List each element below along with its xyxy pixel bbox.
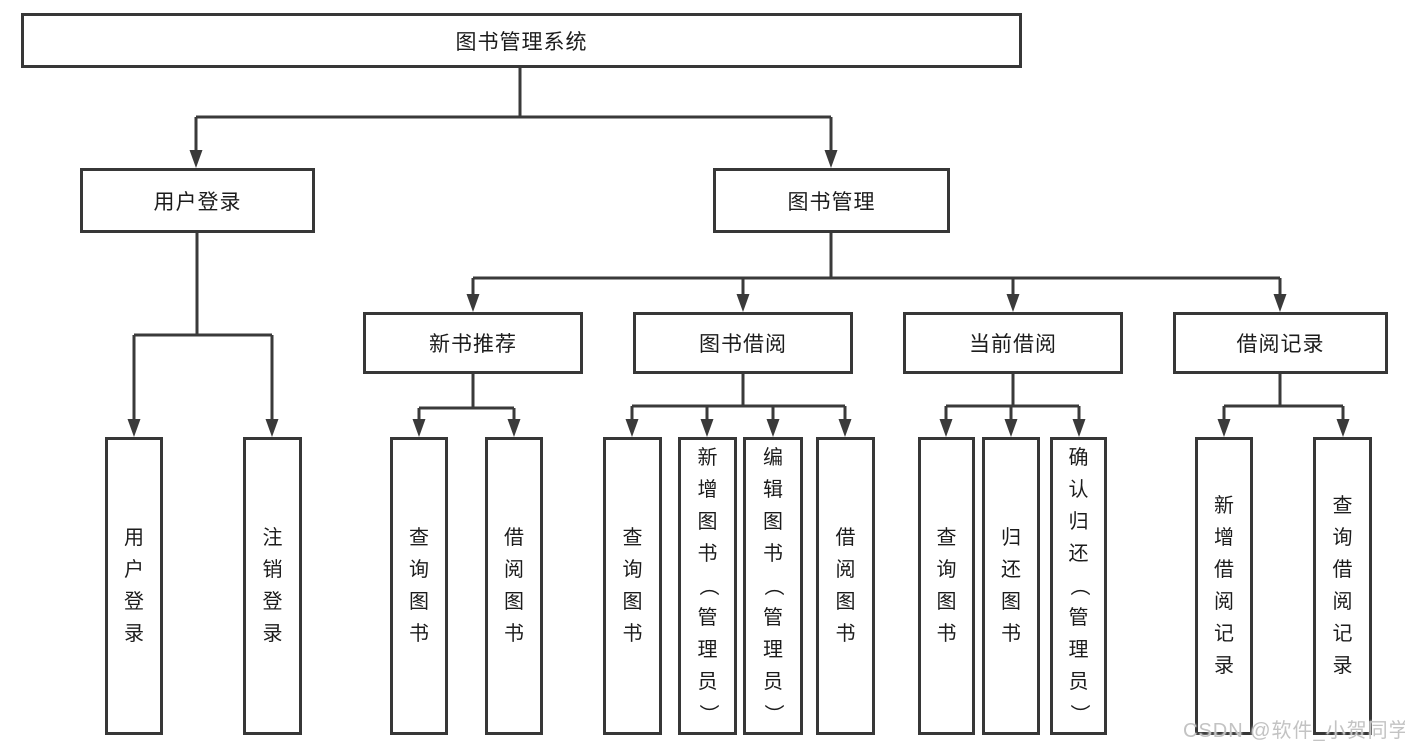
leaf-cb-return-books: 归还图书: [982, 437, 1040, 735]
leaf-cb-confirm-return-admin: 确认归还（管理员）: [1050, 437, 1107, 735]
node-borrowing-records: 借阅记录: [1173, 312, 1388, 374]
node-library-system: 图书管理系统: [21, 13, 1022, 68]
leaf-logout-login: 注销登录: [243, 437, 302, 735]
node-current-borrowing: 当前借阅: [903, 312, 1123, 374]
leaf-bb-edit-books-admin: 编辑图书（管理员）: [743, 437, 803, 735]
node-user-login: 用户登录: [80, 168, 315, 233]
leaf-user-login: 用户登录: [105, 437, 163, 735]
leaf-br-add-record: 新增借阅记录: [1195, 437, 1253, 735]
leaf-bb-query-books: 查询图书: [603, 437, 662, 735]
node-book-management: 图书管理: [713, 168, 950, 233]
node-book-borrowing: 图书借阅: [633, 312, 853, 374]
leaf-cb-query-books: 查询图书: [918, 437, 975, 735]
leaf-bb-borrow-books: 借阅图书: [816, 437, 875, 735]
leaf-bb-add-books-admin: 新增图书（管理员）: [678, 437, 737, 735]
leaf-br-query-record: 查询借阅记录: [1313, 437, 1372, 735]
watermark: CSDN @软件_小贺同学: [1183, 720, 1405, 742]
leaf-nbr-borrow-books: 借阅图书: [485, 437, 543, 735]
leaf-nbr-query-books: 查询图书: [390, 437, 448, 735]
node-new-book-recommend: 新书推荐: [363, 312, 583, 374]
